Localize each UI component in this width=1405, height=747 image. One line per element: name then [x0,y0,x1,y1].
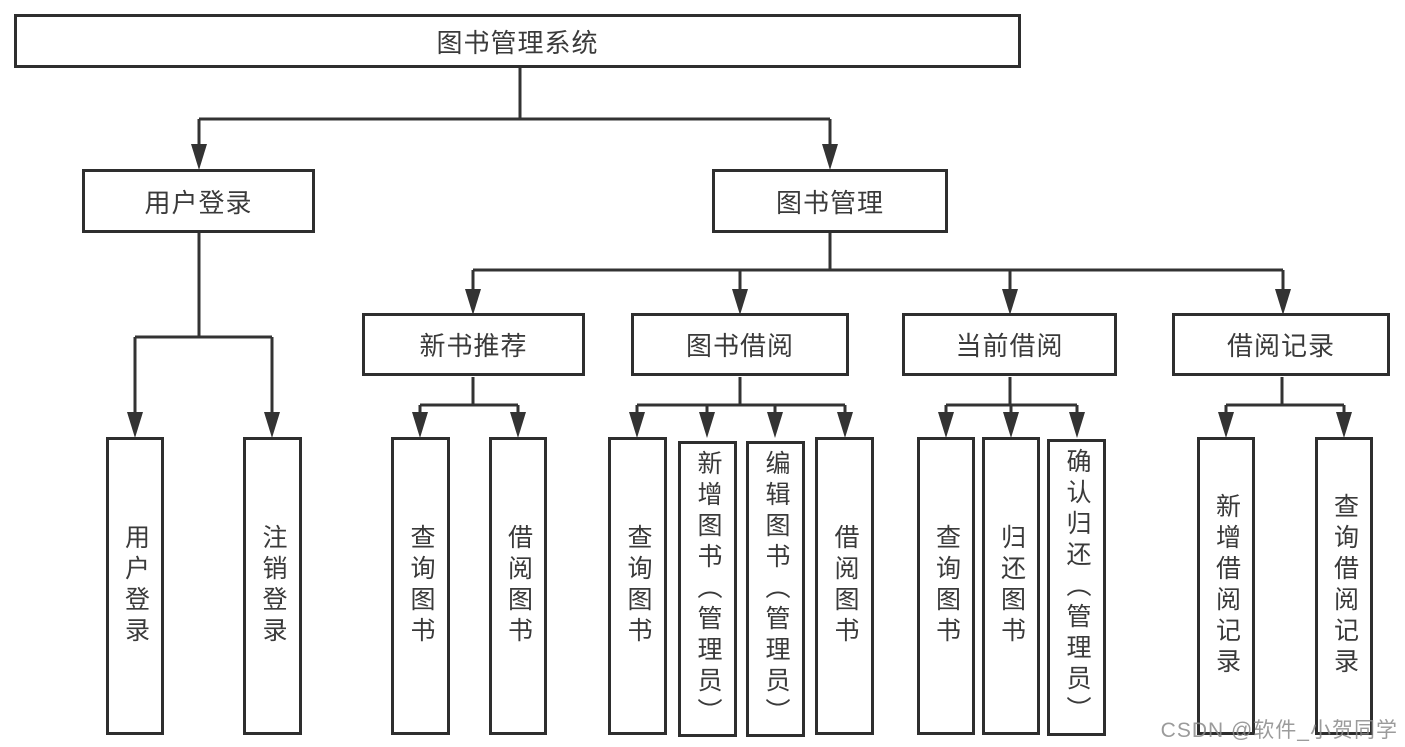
node-current-borrow: 当前借阅 [902,313,1117,376]
leaf-query-book-borrow: 查询图书 [608,437,667,735]
node-root: 图书管理系统 [14,14,1021,68]
node-book-borrow: 图书借阅 [631,313,849,376]
leaf-confirm-return-admin: 确认归还（管理员） [1047,439,1106,736]
node-borrow-records: 借阅记录 [1172,313,1390,376]
connector-user-login-children [133,233,274,418]
connector-book-borrow-children [635,377,847,418]
csdn-watermark: CSDN @软件_小贺同学 [1160,719,1398,742]
leaf-query-book-current: 查询图书 [917,437,975,735]
leaf-borrow-book-borrow: 借阅图书 [815,437,874,735]
arrowheads [127,144,1352,438]
leaf-return-book: 归还图书 [982,437,1040,735]
connector-borrow-records-children [1224,377,1346,418]
leaf-edit-book-admin: 编辑图书（管理员） [746,441,805,737]
leaf-user-login: 用户登录 [106,437,164,735]
connector-root-to-level2 [197,68,832,150]
leaf-query-book-recommend: 查询图书 [391,437,450,735]
node-new-book-recommend: 新书推荐 [362,313,585,376]
leaf-add-book-admin: 新增图书（管理员） [678,441,737,737]
leaf-borrow-book-recommend: 借阅图书 [489,437,547,735]
node-book-management: 图书管理 [712,169,948,233]
connector-book-mgmt-children [471,233,1285,295]
leaf-logout: 注销登录 [243,437,302,735]
node-user-login-group: 用户登录 [82,169,315,233]
connector-new-book-children [418,377,520,418]
leaf-add-borrow-record: 新增借阅记录 [1197,437,1255,735]
leaf-query-borrow-record: 查询借阅记录 [1315,437,1373,735]
connector-current-borrow-children [944,377,1079,418]
